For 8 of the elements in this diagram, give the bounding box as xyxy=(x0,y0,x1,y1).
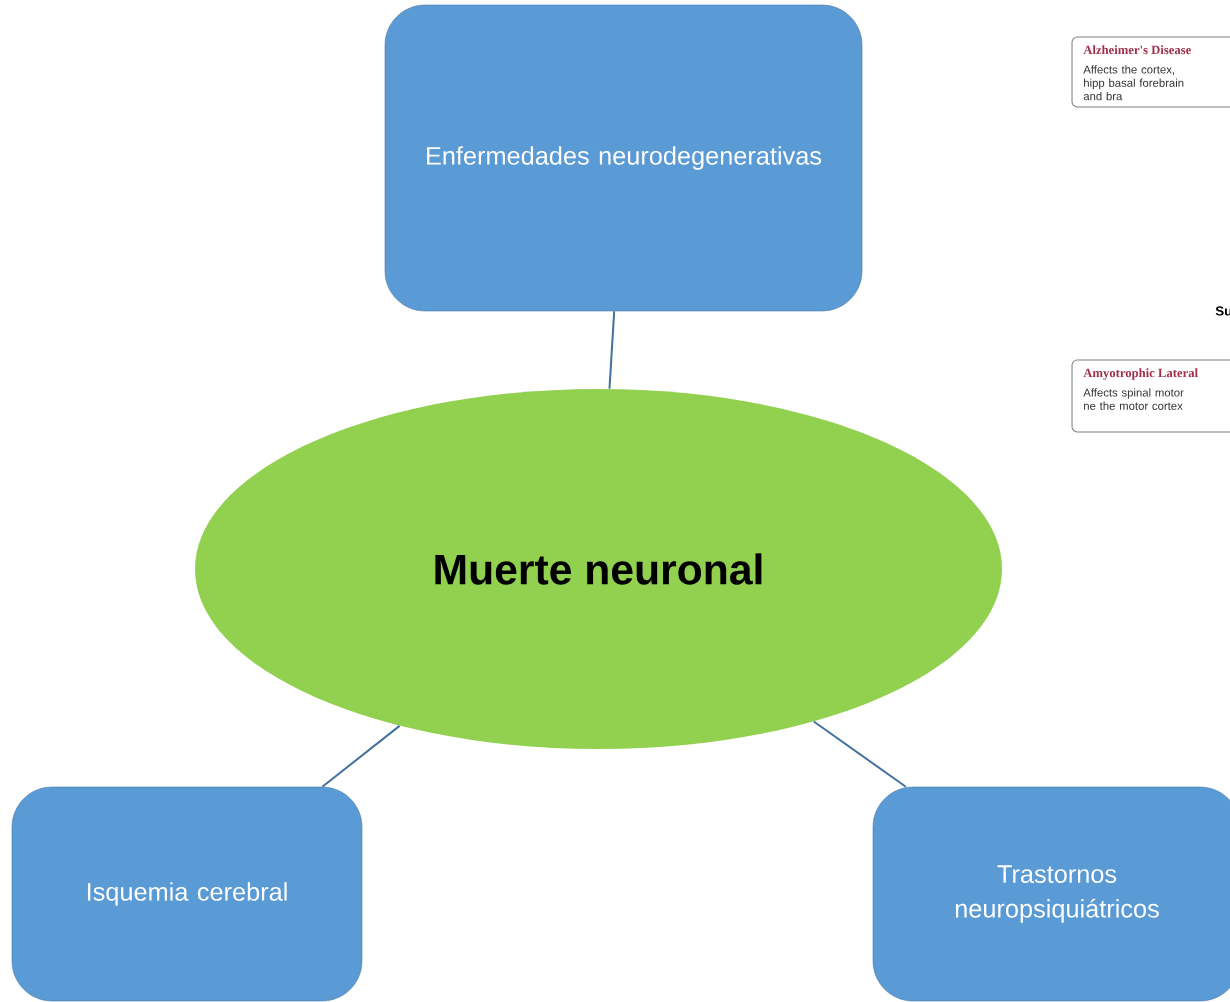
info-card: Alzheimer's Disease Affects the cortex, hipp basal forebrain and bra xyxy=(1071,36,1230,108)
connector-line xyxy=(321,724,401,788)
info-card: Amyotrophic Lateral Affects spinal motor ne the motor cortex xyxy=(1071,359,1230,433)
process-box: Isquemia cerebral xyxy=(11,786,363,1002)
connector-line xyxy=(608,310,616,390)
connector-line xyxy=(812,720,907,788)
process-box: Trastornos neuropsiquiátricos xyxy=(872,786,1230,1002)
process-box: Enfermedades neurodegenerativas xyxy=(384,4,863,312)
